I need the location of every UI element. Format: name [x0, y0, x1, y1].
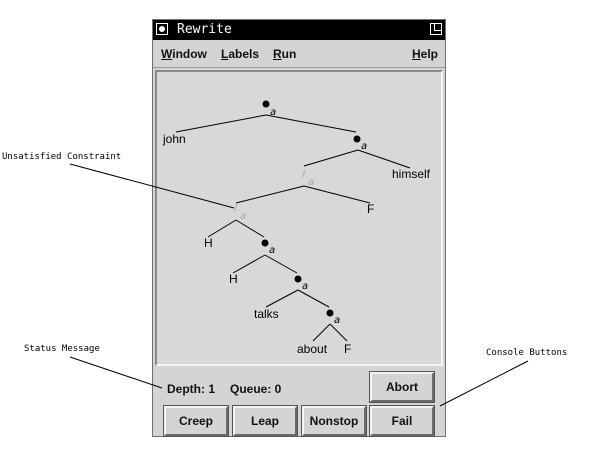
depth-status: Depth: 1	[167, 382, 215, 396]
callout-status-line	[69, 356, 163, 389]
title-bar[interactable]: Rewrite	[153, 20, 445, 40]
node-7[interactable]	[326, 309, 334, 317]
node-4-marker[interactable]: /	[234, 203, 238, 214]
node-6[interactable]	[294, 275, 302, 283]
leaf-h: H	[204, 236, 213, 250]
edge-n2-n3	[303, 149, 359, 167]
menu-run[interactable]: Run	[273, 47, 297, 61]
edge-n3-f	[303, 185, 371, 204]
edge-root-john	[175, 114, 267, 133]
edge-n4-n5	[235, 219, 265, 238]
edge-n6-talks	[265, 289, 299, 308]
menu-help[interactable]: Help	[412, 47, 439, 61]
node-2[interactable]	[353, 135, 361, 143]
edge-n6-n7	[297, 289, 330, 308]
window-menu-icon[interactable]	[156, 23, 168, 35]
tree-leaves: john himself F H H talks about F	[162, 132, 431, 356]
tree-canvas	[155, 70, 443, 366]
nonstop-button[interactable]: Nonstop	[301, 405, 367, 437]
callout-console-line	[439, 360, 529, 407]
abort-button[interactable]: Abort	[369, 371, 435, 403]
creep-button[interactable]: Creep	[163, 405, 229, 437]
rewrite-window: Rewrite Window Labels Run Help Depth: 1 …	[152, 19, 446, 437]
fail-button[interactable]: Fail	[369, 405, 435, 437]
leaf-john: john	[162, 132, 186, 146]
menu-bar: Window Labels Run Help	[153, 41, 445, 68]
node-6-label: a	[302, 281, 308, 292]
edge-n5-h	[232, 254, 266, 274]
tree-nodes: a a / a / a a a a	[234, 100, 367, 326]
edge-n2-himself	[357, 149, 411, 169]
node-4-label: a	[240, 211, 246, 222]
leaf-h: H	[229, 272, 238, 286]
node-7-label: a	[334, 315, 340, 326]
callout-console-buttons: Console Buttons	[486, 348, 567, 358]
queue-status: Queue: 0	[230, 382, 282, 396]
node-3-marker[interactable]: /	[302, 169, 306, 180]
callouts: Unsatisfied Constraint Status Message Co…	[2, 152, 567, 407]
callout-status-message: Status Message	[24, 344, 100, 354]
leaf-talks: talks	[254, 307, 279, 321]
node-root-label: a	[270, 107, 276, 118]
menu-labels[interactable]: Labels	[221, 47, 260, 61]
leaf-about: about	[297, 342, 328, 356]
node-3-label: a	[308, 177, 314, 188]
node-2-label: a	[361, 141, 367, 152]
maximize-icon[interactable]	[430, 23, 442, 35]
tree-edges	[175, 114, 411, 342]
edge-n5-n6	[264, 254, 298, 274]
edge-n4-h	[207, 219, 237, 238]
callout-unsatisfied-constraint: Unsatisfied Constraint	[2, 152, 121, 162]
node-root[interactable]	[262, 100, 270, 108]
callout-unsatisfied-line	[69, 163, 235, 209]
edge-n7-f	[329, 323, 348, 342]
leaf-himself: himself	[392, 167, 431, 181]
window-title: Rewrite	[177, 22, 232, 37]
node-5[interactable]	[261, 239, 269, 247]
leap-button[interactable]: Leap	[232, 405, 298, 437]
edge-n7-about	[312, 323, 331, 342]
leaf-f: F	[367, 202, 374, 216]
edge-root-n2	[265, 114, 357, 133]
menu-window[interactable]: Window	[161, 47, 207, 61]
edge-n3-n4	[235, 185, 305, 204]
leaf-f: F	[344, 342, 351, 356]
node-5-label: a	[269, 245, 275, 256]
